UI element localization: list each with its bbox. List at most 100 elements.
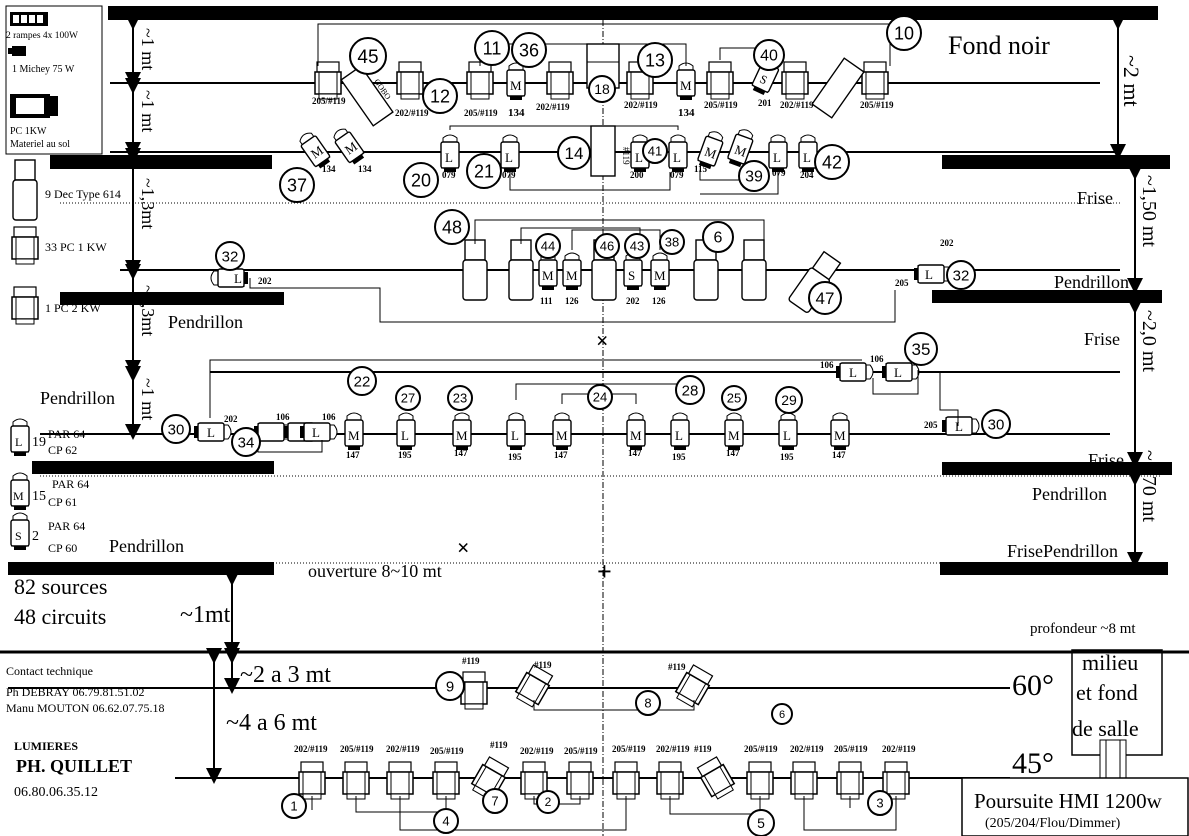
svg-text:M: M: [733, 142, 749, 160]
svg-text:147: 147: [726, 448, 740, 458]
svg-text:M: M: [654, 268, 666, 283]
legend-pc2kw: 1 PC 2 KW: [45, 301, 101, 315]
circuit-2: 2: [545, 795, 552, 809]
circuit-44-circle: [535, 233, 561, 259]
center-mark-1: ×: [596, 328, 609, 353]
svg-text:202/#119: 202/#119: [790, 744, 824, 754]
par-l-cp: CP 62: [48, 443, 77, 457]
circuit-35-circle: [904, 332, 938, 366]
circuit-45-circle: [349, 37, 387, 75]
svg-text:205/#119: 205/#119: [704, 100, 738, 110]
circuit-32-circle: [215, 241, 245, 271]
pendrillon-label-right-2: Pendrillon: [1032, 484, 1107, 504]
dim-d1: ~1 mt: [138, 28, 158, 70]
par-m-count: 15: [32, 489, 46, 504]
circuit-30-b-circle: [981, 409, 1011, 439]
svg-text:L: L: [635, 150, 643, 165]
circuit-14-circle: [557, 136, 591, 170]
svg-text:202: 202: [224, 414, 238, 424]
dec-614-icon: [12, 159, 38, 221]
circuit-13-circle: [637, 42, 673, 78]
circuit-14: 14: [565, 144, 584, 163]
svg-text:205/#119: 205/#119: [340, 744, 374, 754]
circuit-23-circle: [447, 385, 473, 411]
circuit-30: 30: [168, 421, 185, 438]
circuit-39: 39: [745, 169, 763, 186]
svg-text:147: 147: [832, 450, 846, 460]
dim-d2: ~1 mt: [138, 90, 158, 132]
front45-wiring: [311, 796, 897, 831]
pc-1kw-icon: [11, 226, 39, 265]
pendrillon-label-left-2: Pendrillon: [40, 388, 115, 408]
svg-text:147: 147: [346, 450, 360, 460]
fond-noir-label: Fond noir: [948, 31, 1050, 60]
svg-text:202/#119: 202/#119: [882, 744, 916, 754]
pendrillon-bar-right-3: [940, 562, 1168, 575]
profondeur-label: profondeur ~8 mt: [1030, 621, 1136, 637]
pendrillon-label-left-1: Pendrillon: [168, 312, 243, 332]
svg-text:134: 134: [508, 107, 525, 119]
dim-d4: ~1,3mt: [138, 285, 158, 336]
row2-fixtures: M M L L #119 L L M M L L: [295, 124, 818, 177]
svg-text:115: 115: [694, 164, 708, 174]
par-s-letter: S: [15, 529, 22, 543]
svg-text:L: L: [511, 428, 519, 443]
poursuite-box: [961, 777, 1189, 836]
circuit-5: 5: [757, 815, 765, 831]
frise-pendrillon-label: FrisePendrillon: [1007, 541, 1118, 561]
svg-text:195: 195: [398, 450, 412, 460]
row2-wiring: [449, 125, 779, 195]
svg-text:106: 106: [820, 360, 834, 370]
pendrillon-label-right-1: Pendrillon: [1054, 272, 1129, 292]
svg-text:M: M: [556, 428, 568, 443]
svg-text:M: M: [728, 428, 740, 443]
circuit-18: 18: [594, 81, 610, 97]
circuit-41-circle: [642, 138, 668, 164]
ouverture-label: ouverture 8~10 mt: [308, 561, 442, 581]
center-mark-2: ×: [457, 535, 470, 560]
contact-ph2: Manu MOUTON 06.62.07.75.18: [6, 701, 164, 715]
circuit-37: 37: [287, 175, 307, 195]
svg-text:L: L: [401, 428, 409, 443]
designer-phone: 06.80.06.35.12: [14, 785, 98, 800]
pendrillon-bar-left-3: [8, 562, 274, 575]
svg-text:147: 147: [454, 448, 468, 458]
par-m-type: PAR 64: [52, 477, 89, 491]
row1-labels: 205/#119 202/#119 205/#119 134 202/#119 …: [312, 96, 894, 119]
pendrillon-label-left-3: Pendrillon: [109, 536, 184, 556]
svg-text:202/#119: 202/#119: [536, 102, 570, 112]
par-l-type: PAR 64: [48, 427, 85, 441]
svg-text:106: 106: [870, 354, 884, 364]
svg-text:111: 111: [540, 296, 553, 306]
front60-wiring: [533, 700, 695, 711]
circuit-38: 38: [665, 235, 679, 250]
svg-text:202/#119: 202/#119: [520, 746, 554, 756]
circuit-5-circle: [747, 809, 775, 836]
circuit-3: 3: [876, 796, 883, 811]
circuit-43-circle: [624, 233, 650, 259]
svg-text:L: L: [675, 428, 683, 443]
svg-text:#119: #119: [490, 740, 508, 750]
svg-text:205/#119: 205/#119: [430, 746, 464, 756]
dim-d3: ~1,3mt: [138, 178, 158, 229]
svg-text:202: 202: [258, 276, 272, 286]
circuit-6-b-circle: [771, 703, 793, 725]
circuit-43: 43: [630, 239, 644, 254]
svg-text:M: M: [680, 78, 692, 93]
svg-text:202: 202: [626, 296, 640, 306]
par-m-letter: M: [13, 489, 24, 503]
svg-text:M: M: [566, 268, 578, 283]
row3-fixtures: M M S M L L: [210, 239, 952, 315]
dim-f2: ~2 a 3 mt: [240, 662, 331, 688]
svg-text:S: S: [628, 268, 635, 283]
circuit-8: 8: [644, 696, 651, 711]
svg-text:205/#119: 205/#119: [564, 746, 598, 756]
svg-text:106: 106: [322, 412, 336, 422]
svg-text:126: 126: [652, 296, 666, 306]
svg-text:L: L: [925, 267, 933, 282]
svg-text:202/#119: 202/#119: [294, 744, 328, 754]
legend-pc1kw: PC 1KW: [10, 126, 47, 137]
milieu-3: de salle: [1072, 716, 1139, 741]
circuit-25: 25: [727, 391, 741, 406]
circuit-29-circle: [775, 386, 803, 414]
